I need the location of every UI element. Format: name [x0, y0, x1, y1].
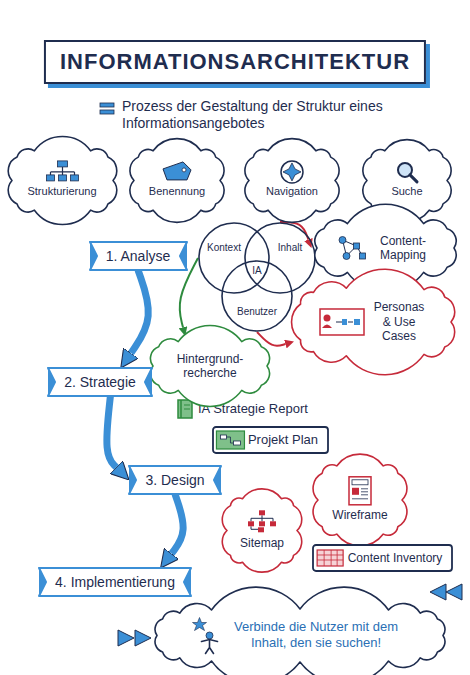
ribbon-tape — [90, 242, 187, 270]
node-text: Hintergrund- recherche — [170, 352, 250, 381]
method-cloud: Personas & Use Cases — [294, 283, 456, 361]
venn-center-label: IA — [252, 265, 261, 277]
tag-icon — [163, 161, 191, 179]
deliverable-box: Content Inventory — [312, 544, 453, 572]
grid-icon — [317, 550, 343, 566]
compass-icon — [281, 160, 303, 182]
ribbon-outline — [129, 466, 221, 494]
deliverable-cloud: Wireframe — [313, 460, 407, 540]
circle-outline — [245, 223, 315, 293]
flow-arrow — [172, 494, 184, 554]
node-text: 2. Strategie — [64, 374, 136, 391]
node-text: Personas & Use Cases — [368, 300, 430, 343]
ribbon-tape — [39, 568, 191, 596]
node-text: 1. Analyse — [106, 248, 171, 265]
step-banner: 1. Analyse — [90, 242, 187, 270]
cloud-outline — [292, 269, 455, 375]
net-icon — [339, 237, 366, 260]
step-banner: 3. Design — [129, 466, 221, 494]
persona-icon — [320, 309, 364, 335]
node-outline — [222, 493, 302, 568]
node-text: Navigation — [266, 185, 318, 198]
node-outline — [129, 145, 225, 216]
venn-circle: Benutzer — [221, 260, 293, 332]
node-text: Content Inventory — [348, 551, 443, 565]
ribbon-tape — [48, 368, 152, 396]
node-outline — [294, 283, 456, 361]
topic-cloud: Navigation — [244, 145, 340, 216]
deliverable-cloud: Sitemap — [222, 493, 302, 568]
ribbon-outline — [90, 242, 187, 270]
arrow-triangles-right — [430, 584, 462, 600]
cloud-outline — [8, 136, 117, 224]
cloud-outline — [150, 326, 269, 407]
node-text: Benutzer — [237, 306, 277, 318]
flow-arrow — [280, 222, 308, 240]
tree-icon — [248, 510, 276, 532]
node-outline — [244, 222, 316, 294]
cloud-outline — [130, 138, 224, 222]
ribbon-outline — [39, 568, 191, 596]
ribbon-tape — [129, 466, 221, 494]
method-cloud: Hintergrund- recherche — [148, 336, 272, 396]
circle-outline — [222, 261, 292, 331]
plan-icon — [216, 431, 244, 449]
wire-icon — [349, 477, 371, 505]
cloud-outline — [155, 587, 445, 675]
topic-cloud: Strukturierung — [7, 145, 118, 216]
goal-cloud: Verbinde die Nutzer mit dem Inhalt, den … — [152, 604, 448, 667]
node-text: Projekt Plan — [248, 432, 318, 448]
step-banner: 4. Implementierung — [39, 568, 191, 596]
node-outline — [313, 460, 407, 540]
node-text: Suche — [391, 185, 422, 198]
cloud-outline — [245, 138, 339, 222]
node-text: 3. Design — [145, 472, 204, 489]
lens-icon — [398, 162, 417, 181]
node-text: 4. Implementierung — [55, 574, 175, 591]
node-text: Sitemap — [240, 536, 284, 550]
ribbon-outline — [48, 368, 152, 396]
node-text: Verbinde die Nutzer mit dem Inhalt, den … — [224, 619, 409, 650]
node-text: Benennung — [149, 185, 205, 198]
flow-arrow — [107, 396, 116, 467]
box-outline — [313, 545, 452, 571]
circle-outline — [199, 223, 269, 293]
people-icon — [193, 617, 218, 653]
node-text: Wireframe — [332, 508, 387, 522]
venn-circle: Kontext — [198, 222, 270, 294]
flow-arrow — [131, 270, 148, 353]
node-text: Kontext — [207, 242, 241, 254]
step-banner: 2. Strategie — [48, 368, 152, 396]
box-outline — [213, 427, 328, 453]
node-text: Inhalt — [278, 242, 302, 254]
arrow-triangles-left — [118, 630, 151, 646]
org-icon — [46, 160, 78, 180]
node-outline — [7, 145, 118, 216]
node-text: Content- Mapping — [372, 234, 434, 263]
title-banner: INFORMATIONSARCHITEKTUR — [44, 40, 426, 84]
node-outline — [244, 145, 340, 216]
deliverable-box: Projekt Plan — [212, 426, 329, 454]
topic-cloud: Benennung — [129, 145, 225, 216]
venn-circle: Inhalt — [244, 222, 316, 294]
node-outline — [221, 260, 293, 332]
flow-arrow — [257, 332, 285, 346]
node-outline — [198, 222, 270, 294]
book-icon — [178, 400, 192, 418]
equals-sign — [100, 103, 114, 114]
cloud-outline — [313, 454, 407, 546]
node-text: Strukturierung — [27, 185, 96, 198]
subtitle-text: Prozess der Gestaltung der Struktur eine… — [122, 98, 442, 132]
cloud-outline — [222, 488, 301, 571]
